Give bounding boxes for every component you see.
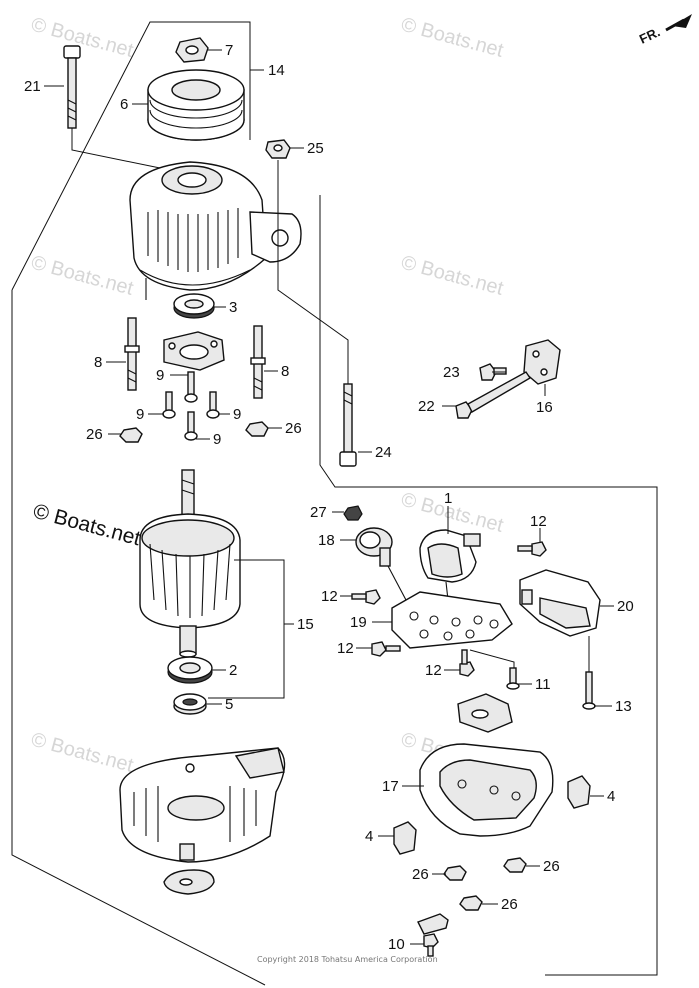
part-21-bolt [63,45,161,169]
bearing-retainer-plate [163,331,225,371]
callout-8-right: 8 [281,363,289,380]
callout-7: 7 [225,42,233,59]
callout-18: 18 [318,532,335,549]
part-23-bolt [479,363,507,381]
seal-plate [163,869,215,895]
callout-22: 22 [418,398,435,415]
watermark-1: © Boats.net [29,14,136,62]
part-22-bolt [455,371,531,419]
copyright-notice: Copyright 2018 Tohatsu America Corporati… [257,955,438,964]
callout-21: 21 [24,78,41,95]
part-10-screw [423,933,439,957]
callout-5: 5 [225,696,233,713]
part-7-nut [175,37,209,63]
callout-4-right: 4 [607,788,615,805]
callout-27: 27 [310,504,327,521]
watermark-4: © Boats.net [399,252,506,300]
part-8-stud-left [124,317,140,391]
callout-9-top: 9 [156,367,164,384]
brush-plate [457,693,513,733]
part-13-screw [582,636,596,710]
callout-3: 3 [229,299,237,316]
part-26-nuts-upper [119,421,269,443]
callout-11: 11 [535,676,551,693]
callout-9-right: 9 [233,406,241,423]
callout-12-mid: 12 [321,588,338,605]
callout-26-lower-left: 26 [412,866,429,883]
callout-12-bottom: 12 [425,662,442,679]
part-15-rotor [139,469,241,658]
part-18-terminal [355,527,407,601]
callout-25: 25 [307,140,324,157]
callout-1: 1 [444,490,452,507]
front-direction-marker: FR. [637,14,692,47]
part-5-collar [173,693,207,715]
callout-9-left: 9 [136,406,144,423]
part-26-nuts-lower [443,857,527,911]
callout-10: 10 [388,936,405,953]
callout-12-lower: 12 [337,640,354,657]
part-9-screws [162,371,220,441]
callout-13: 13 [615,698,632,715]
callout-4-left: 4 [365,828,373,845]
part-11-screw [469,649,520,690]
part-20-holder [519,569,601,637]
part-6-pulley [147,69,245,141]
part-17-rear-cover [419,743,554,837]
part-8-stud-right [250,325,266,399]
part-14-front-housing [129,161,302,300]
part-19-rectifier [391,591,513,649]
part-2-bearing [167,656,213,684]
rear-housing [119,747,286,863]
part-4-clip-left [393,821,417,855]
watermark-main: © Boats.net [31,500,143,551]
front-label: FR. [637,24,662,46]
part-24-bolt [277,160,357,467]
watermark-3: © Boats.net [29,252,136,300]
callout-19: 19 [350,614,367,631]
watermark-5: © Boats.net [399,489,506,537]
part-27-nut [343,505,363,521]
callout-26-lower-right: 26 [543,858,560,875]
part-16-bracket [523,339,561,385]
leader-lines [44,49,614,945]
callout-14: 14 [268,62,285,79]
part-12-screws [351,541,547,677]
callout-6: 6 [120,96,128,113]
callout-2: 2 [229,662,237,679]
part-4-clip-right [567,775,591,809]
callout-26-upper-left: 26 [86,426,103,443]
callout-12-top: 12 [530,513,547,530]
callout-9-bottom: 9 [213,431,221,448]
group-outlines [11,21,658,986]
callout-labels: 21 7 6 14 25 3 8 8 9 9 9 9 26 26 24 23 2… [24,42,634,953]
part-25-nut [265,139,291,159]
callout-24: 24 [375,444,392,461]
part-3-bearing [173,293,215,319]
callout-26-upper-right: 26 [285,420,302,437]
callout-20: 20 [617,598,634,615]
callout-16: 16 [536,399,553,416]
callout-17: 17 [382,778,399,795]
callout-8-left: 8 [94,354,102,371]
callout-23: 23 [443,364,460,381]
callout-15: 15 [297,616,314,633]
watermark-2: © Boats.net [399,14,506,62]
callout-26-bottom: 26 [501,896,518,913]
small-bracket [417,913,449,935]
part-1-regulator [419,529,481,601]
watermark-6: © Boats.net [29,729,136,777]
